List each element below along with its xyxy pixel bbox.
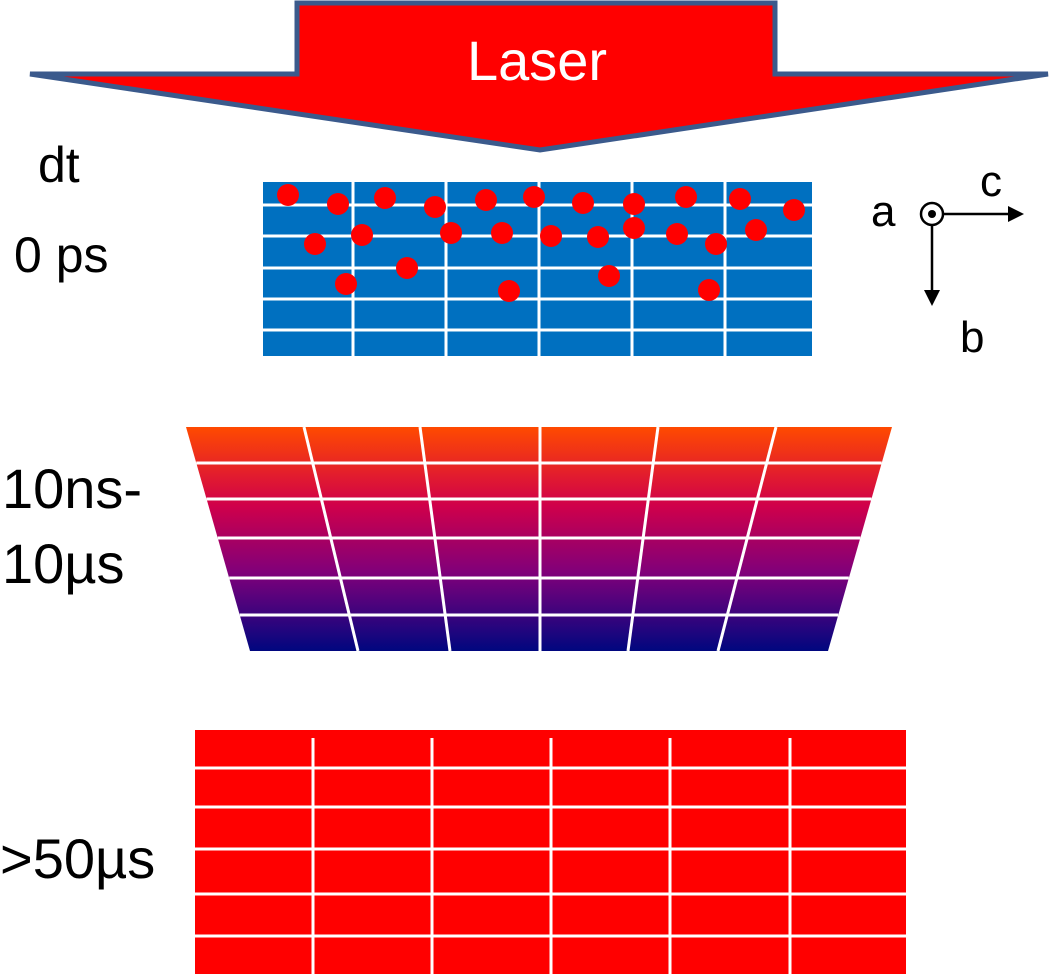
particle: [729, 188, 751, 210]
particle: [335, 273, 357, 295]
particle: [396, 257, 418, 279]
stage2-column-line: [716, 426, 778, 652]
stage2-time-label-line2: 10µs: [2, 532, 125, 595]
laser-label: Laser: [467, 29, 607, 92]
particle: [783, 199, 805, 221]
particle: [623, 217, 645, 239]
particle: [572, 192, 594, 214]
dt-label: dt: [38, 137, 80, 193]
particle: [475, 189, 497, 211]
particle: [440, 222, 462, 244]
b-axis-label: b: [960, 313, 984, 362]
stage1-particles: [277, 184, 805, 302]
particle: [424, 196, 446, 218]
particle: [698, 279, 720, 301]
b-axis-arrowhead: [924, 290, 940, 306]
particle: [705, 233, 727, 255]
stage1-lattice: [263, 182, 812, 356]
particle: [745, 219, 767, 241]
particle: [498, 280, 520, 302]
particle: [523, 186, 545, 208]
stage2-column-line: [418, 426, 452, 652]
particle: [540, 225, 562, 247]
stage2-time-label-line1: 10ns-: [2, 457, 142, 520]
particle: [598, 265, 620, 287]
particle: [587, 226, 609, 248]
particle: [675, 186, 697, 208]
c-axis-label: c: [980, 157, 1002, 206]
stage1-time-label: 0 ps: [14, 227, 109, 283]
particle: [304, 233, 326, 255]
particle: [623, 193, 645, 215]
stage3-time-label: >50µs: [0, 827, 155, 890]
a-axis-label: a: [871, 187, 896, 236]
stage2-column-line: [626, 426, 660, 652]
stage3-grid: [195, 738, 906, 974]
particle: [666, 223, 688, 245]
stage2-grid: [196, 426, 882, 652]
laser-arrow-shape: [29, 0, 1049, 153]
particle: [374, 187, 396, 209]
c-axis-arrowhead: [1008, 206, 1024, 222]
particle: [491, 222, 513, 244]
stage2-column-line: [302, 426, 360, 652]
stage2-lattice: [186, 426, 892, 652]
out-of-plane-dot-center: [928, 210, 936, 218]
laser-arrow: Laser: [29, 0, 1049, 153]
particle: [351, 224, 373, 246]
particle: [327, 193, 349, 215]
particle: [277, 184, 299, 206]
crystal-axes: a b c: [871, 157, 1024, 362]
stage3-lattice: [195, 730, 906, 974]
